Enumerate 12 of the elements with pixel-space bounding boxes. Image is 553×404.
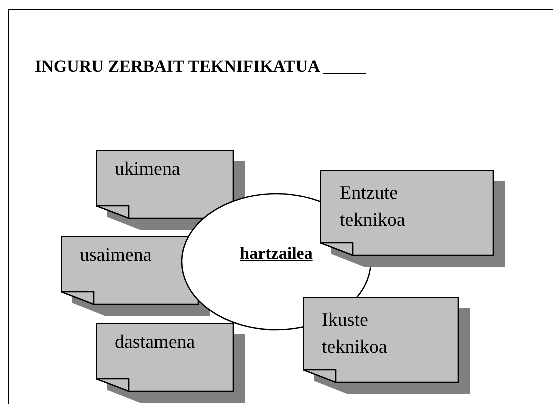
folded-note-box (320, 170, 505, 267)
folded-note-box (96, 323, 245, 403)
folded-note-box (303, 297, 470, 394)
folded-note-box (61, 236, 210, 316)
title: INGURU ZERBAIT TEKNIFIKATUA _____ (35, 56, 366, 78)
note-label: Entzute teknikoa (340, 182, 406, 233)
ellipse-label: hartzailea (240, 243, 313, 266)
note-label: Ikuste teknikoa (322, 309, 388, 360)
note-label: dastamena (115, 331, 196, 355)
note-label: ukimena (115, 158, 182, 182)
folded-note-box (96, 150, 245, 230)
note-label: usaimena (80, 244, 153, 268)
